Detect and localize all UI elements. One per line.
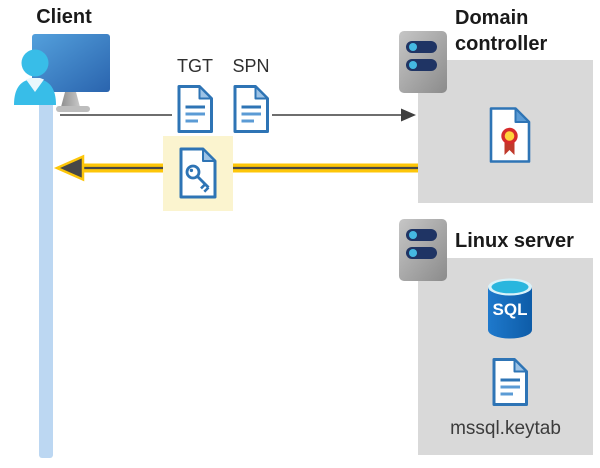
- keytab-filename: mssql.keytab: [450, 418, 561, 439]
- keytab-document-icon: [492, 358, 528, 406]
- server-icon: [399, 31, 447, 93]
- domain-controller-title: Domain controller: [455, 7, 548, 55]
- server-icon: [399, 219, 447, 281]
- spn-label: SPN: [232, 56, 270, 76]
- sql-database-icon: SQL: [488, 278, 532, 339]
- tgt-document-icon: [177, 85, 213, 133]
- linux-server-title: Linux server: [455, 230, 574, 252]
- client-title: Client: [36, 6, 92, 28]
- monitor-user-icon: [14, 34, 110, 112]
- spn-document-icon: [233, 85, 269, 133]
- tgt-label: TGT: [177, 56, 213, 76]
- client-lifeline: [39, 99, 53, 458]
- sql-text: SQL: [493, 300, 528, 319]
- response-arrow-icon: [53, 154, 418, 182]
- key-document-icon: [179, 147, 217, 199]
- certificate-icon: [489, 107, 531, 163]
